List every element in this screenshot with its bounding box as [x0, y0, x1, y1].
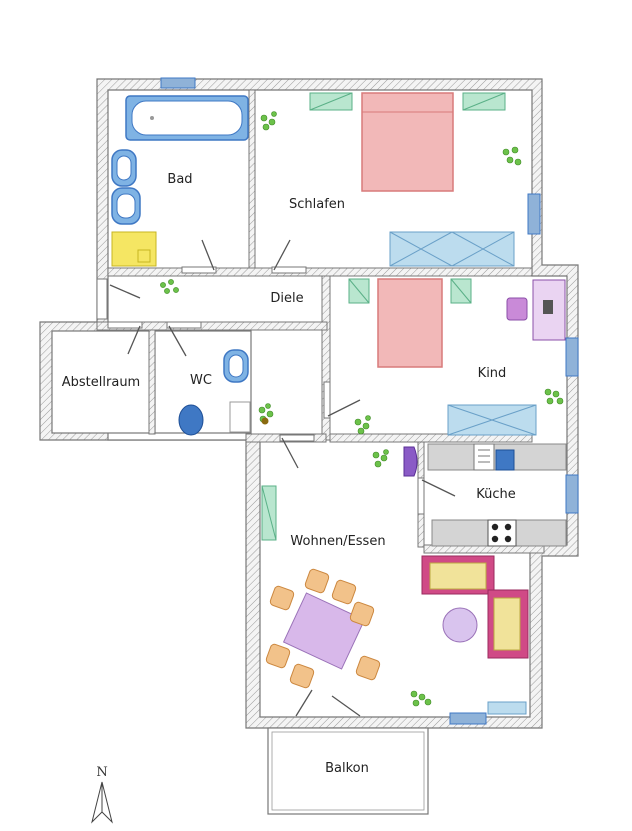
room-labels: Bad Schlafen Diele Kind Abstellraum WC K… — [62, 172, 516, 776]
room-label-bad: Bad — [167, 172, 192, 187]
doors — [107, 239, 456, 717]
sofa — [421, 555, 529, 659]
room-label-abstellraum: Abstellraum — [62, 375, 140, 390]
plant-pot — [261, 417, 269, 425]
kitchen-furniture — [403, 443, 567, 547]
bathroom-fixtures — [111, 95, 249, 267]
room-label-balkon: Balkon — [325, 761, 369, 776]
kitchen-bin — [403, 446, 418, 477]
stove — [487, 519, 517, 547]
room-label-wc: WC — [190, 373, 212, 388]
plant — [260, 111, 277, 131]
room-label-kueche: Küche — [476, 487, 516, 502]
windows — [96, 77, 579, 725]
window — [160, 77, 196, 89]
room-label-diele: Diele — [270, 291, 303, 306]
bed — [377, 278, 443, 368]
kids-room-furniture — [348, 278, 566, 436]
round-rug — [442, 607, 478, 643]
window — [527, 193, 541, 235]
plant — [502, 146, 522, 166]
compass-label: N — [96, 765, 107, 780]
plant — [354, 415, 371, 435]
window — [565, 337, 579, 377]
wardrobe — [389, 231, 515, 267]
plant — [544, 388, 564, 405]
desk-chair — [506, 297, 528, 321]
balcony-outline — [267, 727, 429, 815]
living-dining-furniture — [261, 485, 529, 689]
bedroom-furniture — [309, 92, 515, 267]
plant — [372, 449, 389, 468]
room-label-schlafen: Schlafen — [289, 197, 345, 212]
plant — [410, 690, 432, 707]
vanity — [111, 231, 157, 267]
window — [565, 474, 579, 514]
dining-chairs — [265, 568, 381, 689]
window — [96, 278, 108, 320]
wc-fixtures — [178, 349, 251, 436]
plant — [160, 279, 179, 294]
double-bed — [361, 92, 454, 192]
wc-toilet — [178, 404, 204, 436]
room-label-wohnen-essen: Wohnen/Essen — [290, 534, 385, 549]
window — [487, 701, 527, 715]
kitchen-sink — [473, 443, 495, 471]
window — [449, 712, 487, 725]
room-label-kind: Kind — [478, 366, 507, 381]
north-arrow: N — [91, 765, 113, 824]
dining-table — [282, 592, 366, 670]
